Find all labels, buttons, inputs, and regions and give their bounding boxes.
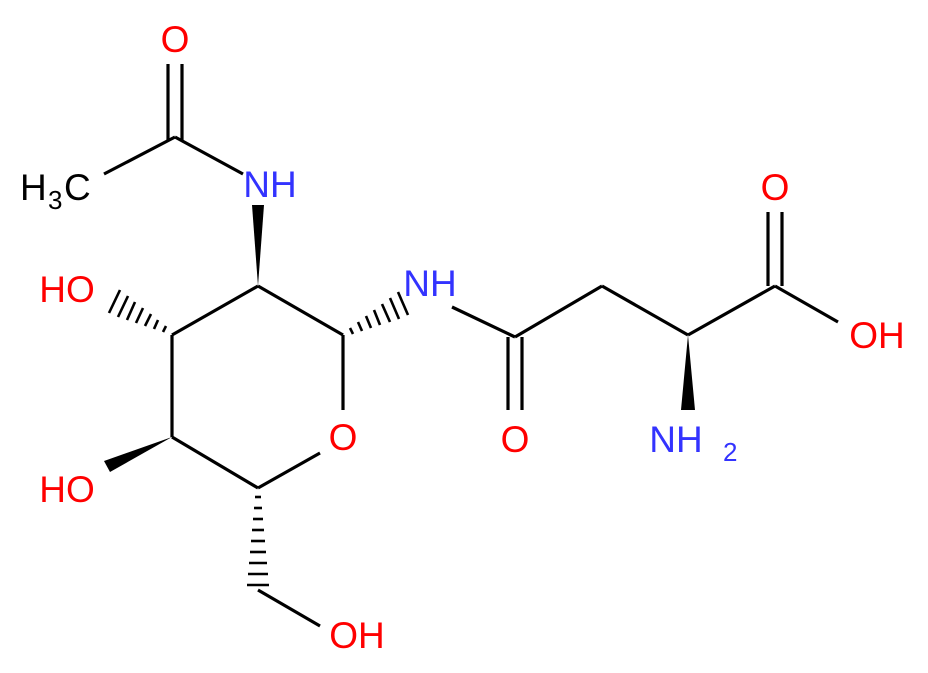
bond-c3-c2	[171, 284, 259, 337]
bond-calpha-cooh	[687, 284, 776, 337]
acetyl-methyl-subscript: 3	[48, 185, 62, 215]
bond-c5-c4	[171, 435, 259, 490]
atom-labels: O H 3 C NH HO HO O NH O O OH NH 2 OH	[20, 19, 905, 656]
wedge-c4-oh	[104, 437, 172, 472]
wedge-c2-nh	[252, 205, 264, 286]
amide-nitrogen: NH	[403, 263, 456, 304]
primary-hydroxyl: OH	[329, 615, 385, 656]
bond-ch2-calpha	[601, 284, 689, 337]
bond-carbonyl-nh	[174, 135, 244, 176]
acid-hydroxyl: OH	[849, 315, 905, 356]
amino-subscript: 2	[723, 437, 737, 467]
bond-amide-c-ch2	[514, 284, 603, 339]
acetyl-methyl-c: C	[64, 167, 91, 208]
hash-c3-oh	[107, 289, 168, 333]
solid-wedges	[104, 205, 695, 472]
bonds	[103, 64, 839, 628]
ring-oxygen: O	[329, 417, 358, 458]
acetamido-nitrogen: NH	[243, 164, 296, 205]
hash-c5-c6	[247, 495, 269, 587]
amide-oxygen: O	[501, 419, 530, 460]
bond-acid-c-oh	[774, 284, 839, 324]
ring-hydroxyl-c3: HO	[39, 269, 95, 310]
bond-c6-o6	[257, 588, 321, 628]
acetyl-methyl-h: H	[20, 167, 47, 208]
bond-nh-amide-c	[451, 305, 516, 339]
amino-nitrogen: NH	[649, 419, 702, 460]
acetyl-carbonyl-oxygen: O	[161, 19, 190, 60]
bond-methyl-carbonyl	[103, 135, 176, 176]
bond-o5-c5	[257, 451, 321, 490]
ring-hydroxyl-c4: HO	[39, 469, 95, 510]
hash-c1-nh	[348, 291, 410, 335]
bond-c2-c1	[257, 284, 344, 337]
wedge-calpha-nh2	[681, 335, 695, 410]
acid-carbonyl-oxygen: O	[761, 167, 790, 208]
hashed-wedges	[107, 289, 410, 587]
